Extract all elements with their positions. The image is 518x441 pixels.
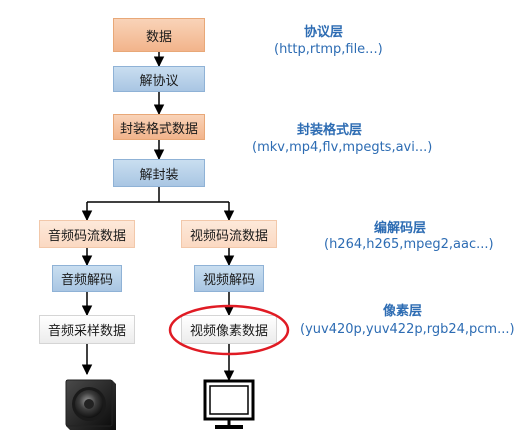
node-video-stream: 视频码流数据 [181,220,277,248]
layer-container-examples: (mkv,mp4,flv,mpegts,avi...) [252,140,433,155]
node-container-data: 封装格式数据 [113,114,205,140]
node-demux-label: 解封装 [139,167,179,183]
node-video-decode-label: 视频解码 [202,273,255,288]
layer-container-title: 封装格式层 [297,123,363,138]
layer-codec-title: 编解码层 [374,221,427,236]
node-video-stream-label: 视频码流数据 [189,228,268,244]
node-deprotocol: 解协议 [113,66,205,92]
node-demux: 解封装 [113,159,205,187]
layer-pixel-title: 像素层 [383,304,423,319]
layer-pixel-examples: (yuv420p,yuv422p,rgb24,pcm...) [300,322,515,337]
node-audio-stream-label: 音频码流数据 [47,228,126,244]
node-audio-decode: 音频解码 [52,265,122,292]
node-video-decode: 视频解码 [194,265,264,292]
node-deprotocol-label: 解协议 [139,73,179,89]
node-audio-samples-label: 音频采样数据 [47,324,126,339]
node-container-data-label: 封装格式数据 [119,121,198,137]
node-data-label: 数据 [145,29,172,45]
node-data: 数据 [113,18,205,52]
layer-protocol-title: 协议层 [304,25,344,40]
node-audio-stream: 音频码流数据 [39,220,135,248]
node-audio-decode-label: 音频解码 [60,273,113,288]
layer-codec-examples: (h264,h265,mpeg2,aac...) [324,237,494,252]
node-audio-samples: 音频采样数据 [39,315,135,344]
layer-protocol-examples: (http,rtmp,file...) [274,42,383,57]
split-connector [87,187,229,203]
